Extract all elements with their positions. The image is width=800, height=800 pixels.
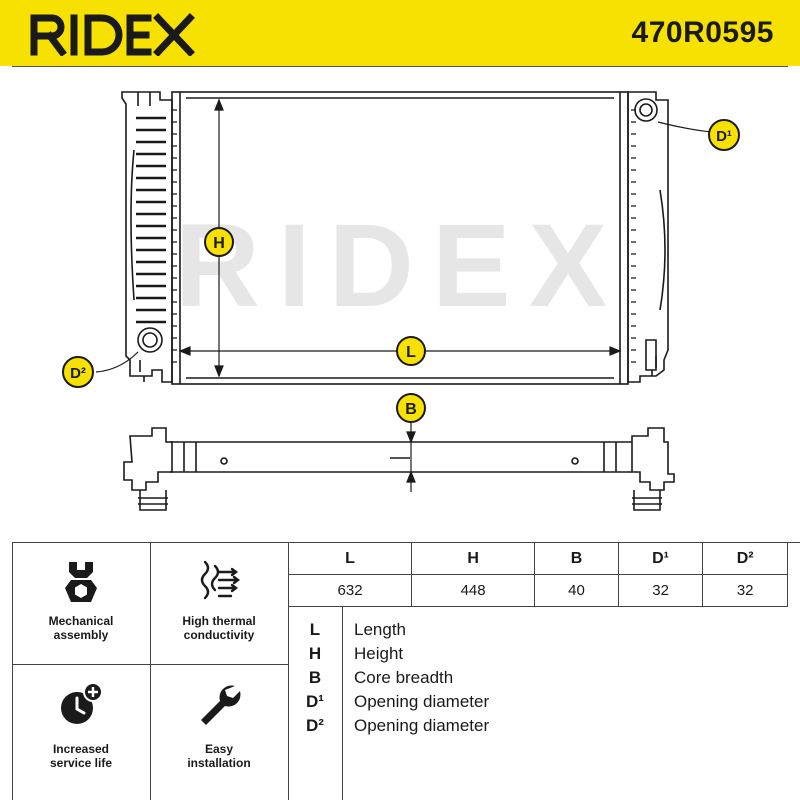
dim-header: L	[287, 542, 413, 575]
feature-mechanical-assembly: Mechanical assembly	[12, 542, 151, 665]
label-d1: D¹	[716, 128, 732, 145]
legend-key: D¹	[306, 692, 324, 711]
watermark: RIDEX	[175, 200, 626, 332]
dimension-legend: L Length H Height B Core breadth D¹ Open…	[288, 606, 800, 800]
radiator-front-view	[121, 91, 669, 385]
header-bar: 470R0595	[0, 0, 800, 66]
label-l-marker: L	[396, 336, 426, 366]
dim-header: H	[411, 542, 536, 575]
label-d1-marker: D¹	[708, 119, 740, 151]
part-number: 470R0595	[631, 16, 774, 49]
dim-value: 32	[617, 574, 704, 607]
ridex-logo	[30, 13, 195, 56]
legend-row: H Height	[288, 642, 788, 666]
label-d2-marker: D²	[62, 356, 94, 388]
legend-row: B Core breadth	[288, 666, 788, 690]
label-h-marker: H	[204, 227, 234, 257]
legend-row: L Length	[288, 618, 788, 642]
header-divider	[12, 66, 788, 67]
outlet-d1	[634, 98, 658, 122]
wrench-icon	[201, 685, 241, 725]
legend-divider	[342, 606, 343, 800]
label-b: B	[405, 401, 417, 418]
dim-value: 632	[287, 574, 413, 607]
dimensions-header-row: L H B D¹ D²	[287, 542, 788, 575]
dim-header: B	[534, 542, 619, 575]
legend-key: L	[309, 620, 321, 639]
label-b-marker: B	[396, 393, 426, 423]
dim-header: D¹	[617, 542, 704, 575]
label-d2: D²	[70, 365, 86, 382]
feature-label: Increased service life	[49, 742, 113, 770]
legend-row: D¹ Opening diameter	[288, 690, 788, 714]
dim-value: 32	[702, 574, 788, 607]
info-left-rule	[12, 542, 13, 800]
feature-easy-installation: Easy installation	[150, 664, 289, 800]
legend-text: Opening diameter	[354, 716, 490, 735]
feature-service-life: Increased service life	[12, 664, 151, 800]
dimensions-value-row: 632 448 40 32 32	[287, 574, 788, 607]
dimensions-table: L H B D¹ D² 632 448 40 32 32	[287, 542, 788, 607]
feature-label: Easy installation	[187, 742, 251, 770]
feature-thermal-conductivity: High thermal conductivity	[150, 542, 289, 665]
clock-plus-icon	[61, 682, 103, 724]
feature-label: Mechanical assembly	[48, 614, 114, 642]
radiator-drawing: RIDEX	[62, 91, 740, 511]
feature-label: High thermal conductivity	[182, 614, 256, 642]
legend-text: Opening diameter	[354, 692, 490, 711]
dim-value: 448	[411, 574, 536, 607]
legend-text: Length	[354, 620, 406, 639]
outlet-d2	[137, 327, 163, 353]
legend-key: D²	[306, 716, 324, 735]
dimension-lines	[95, 98, 713, 492]
dim-header: D²	[702, 542, 788, 575]
radiator-side-view	[123, 427, 675, 511]
legend-text: Height	[354, 644, 404, 663]
legend-row: D² Opening diameter	[288, 714, 788, 738]
legend-key: B	[308, 668, 322, 687]
label-l: L	[406, 344, 416, 361]
heat-waves-icon	[200, 560, 240, 600]
legend-key: H	[308, 644, 322, 663]
dim-value: 40	[534, 574, 619, 607]
label-h: H	[213, 235, 225, 252]
wrench-hex-icon	[65, 562, 97, 602]
legend-text: Core breadth	[354, 668, 454, 687]
